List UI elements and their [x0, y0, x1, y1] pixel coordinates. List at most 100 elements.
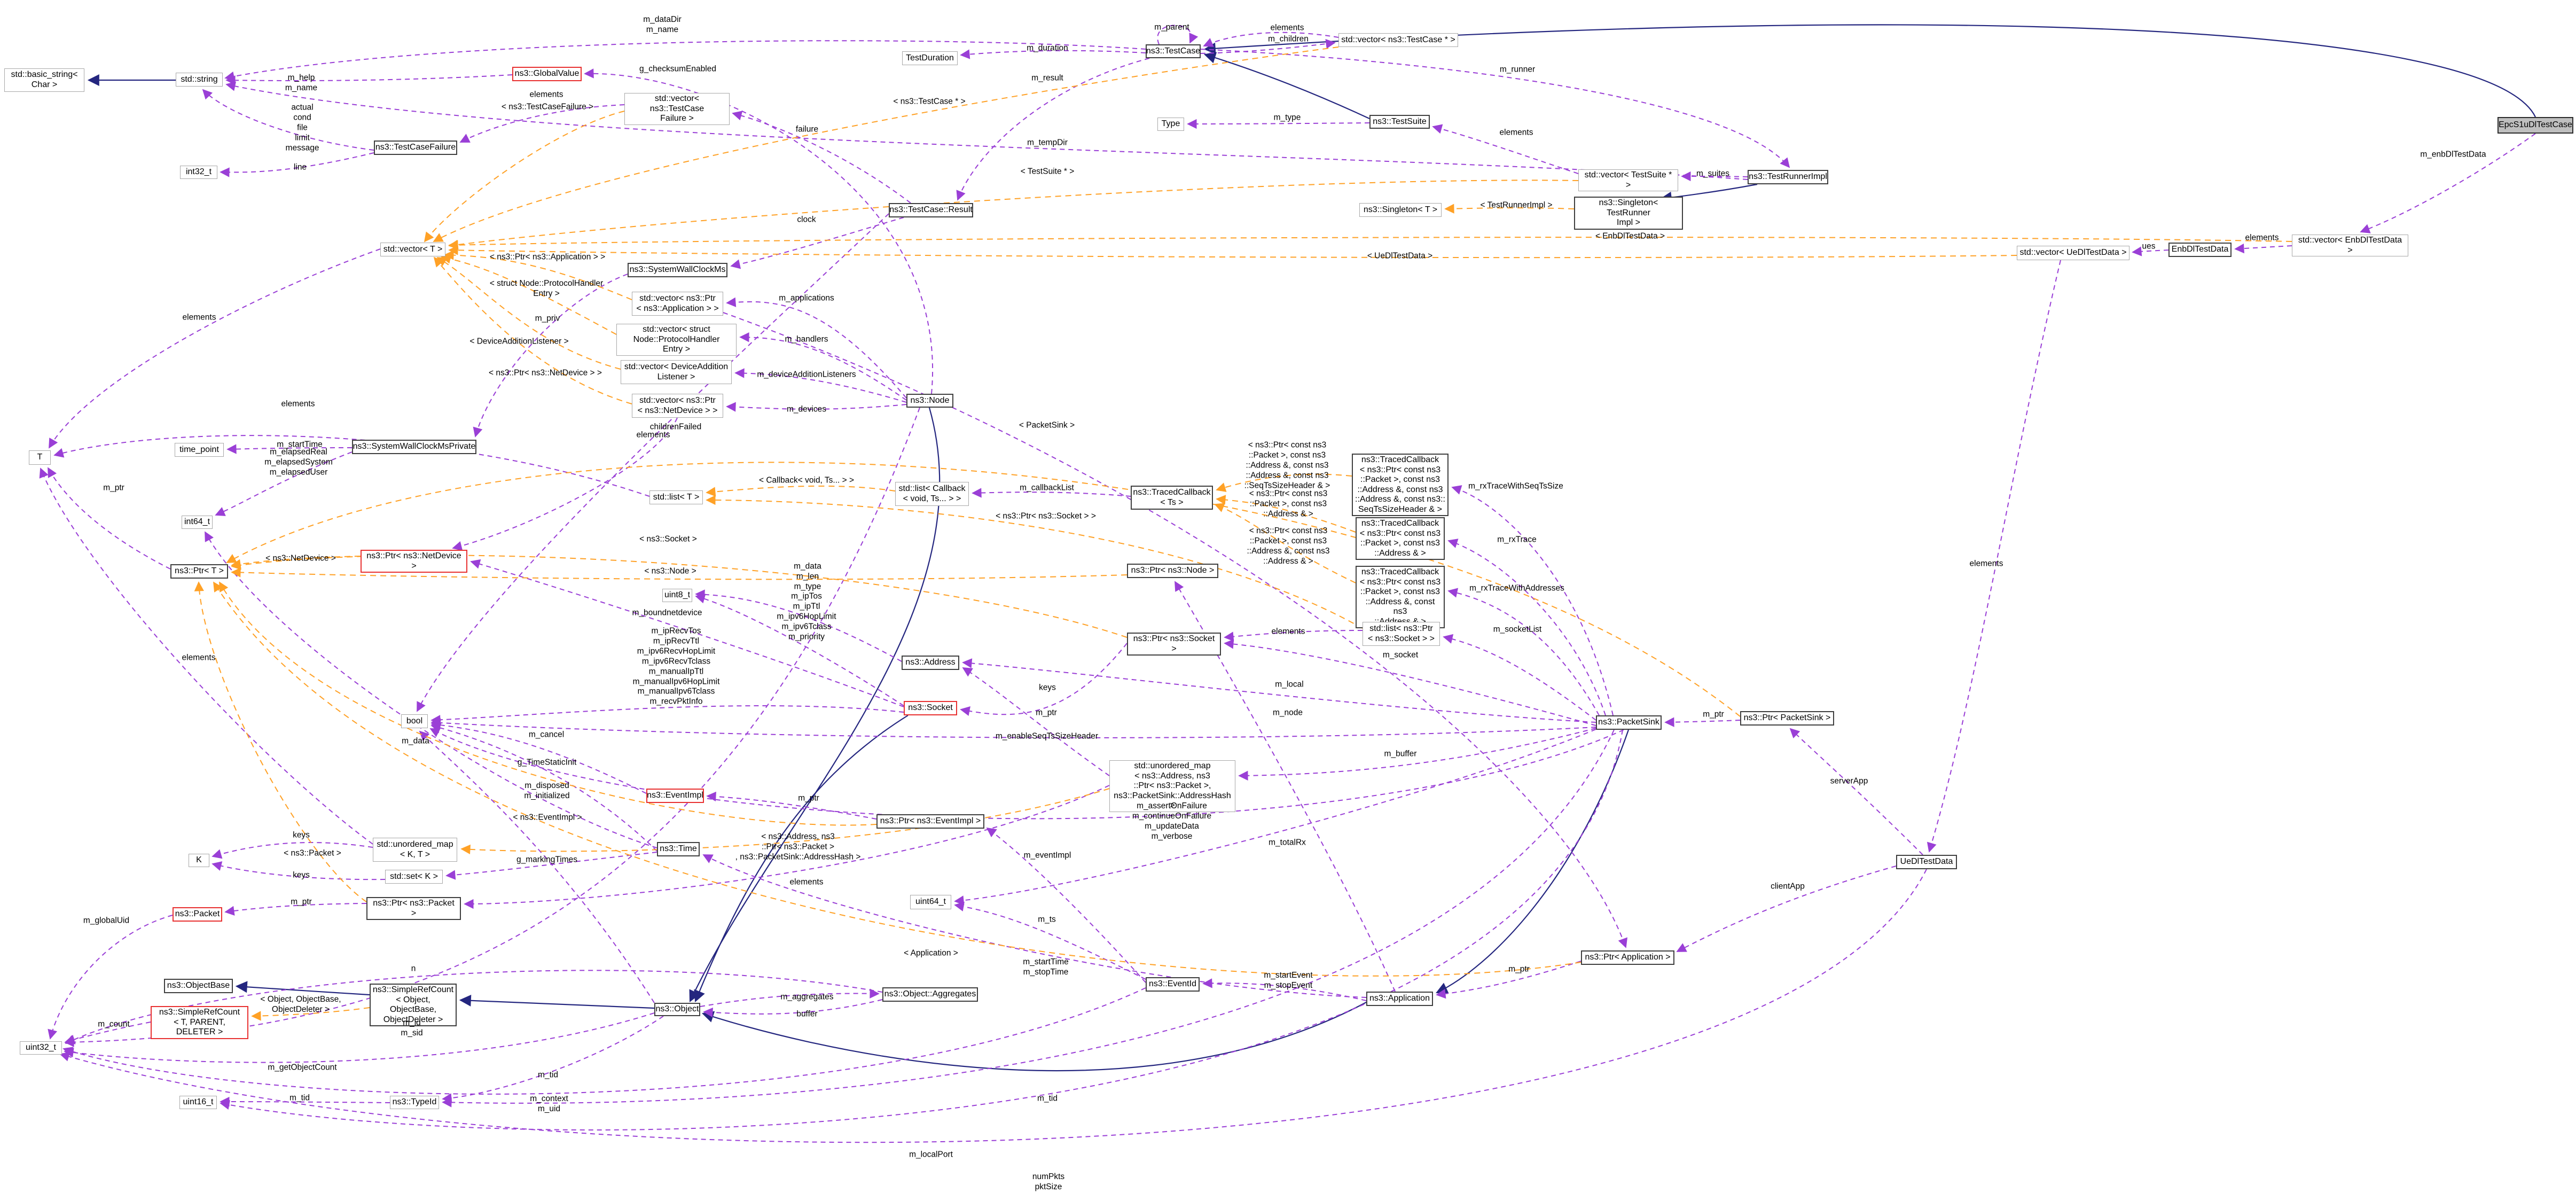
class-node-singleton_t[interactable]: ns3::Singleton< T > [1359, 203, 1442, 217]
class-node-ptr_packetsink[interactable]: ns3::Ptr< PacketSink > [1740, 711, 1834, 726]
class-node-vec_protohandler[interactable]: std::vector< struct Node::ProtocolHandle… [616, 324, 737, 356]
class-node-tracedcb_ts[interactable]: ns3::TracedCallback < Ts > [1131, 486, 1213, 510]
class-node-vec_ptrnetdev[interactable]: std::vector< ns3::Ptr < ns3::NetDevice >… [632, 394, 723, 418]
class-node-vector_t[interactable]: std::vector< T > [380, 243, 445, 256]
class-node-eventimpl[interactable]: ns3::EventImpl [646, 789, 704, 803]
class-node-swcmsprivate[interactable]: ns3::SystemWallClockMsPrivate [352, 440, 476, 454]
class-node-epcs1u[interactable]: EpcS1uDlTestCase [2497, 117, 2573, 134]
edge-testcase-to-string [224, 40, 1146, 81]
class-node-ptr_socket[interactable]: ns3::Ptr< ns3::Socket > [1127, 633, 1221, 656]
class-node-socket[interactable]: ns3::Socket [904, 701, 957, 715]
class-node-uint64[interactable]: uint64_t [910, 895, 951, 909]
class-node-vec_ue[interactable]: std::vector< UeDlTestData > [2017, 246, 2129, 260]
class-node-string[interactable]: std::string [176, 73, 223, 87]
edge-ptr_socket-to-ptr_t [231, 555, 1128, 638]
edge-result-to-vec_testcasefailure [732, 111, 911, 204]
edge-unordered_map_addr-to-address [962, 667, 1110, 776]
class-node-time_point[interactable]: time_point [175, 443, 224, 457]
edge-socket-to-ptr_netdevice [470, 559, 904, 707]
edge-vec_testcasefailure-to-testcasefailure [459, 104, 625, 143]
class-node-aggregates[interactable]: ns3::Object::Aggregates [882, 987, 978, 1002]
class-node-packet[interactable]: ns3::Packet [173, 907, 222, 922]
class-node-t_box[interactable]: T [29, 450, 51, 465]
class-node-simplerefcount_t[interactable]: ns3::SimpleRefCount < T, PARENT, DELETER… [151, 1006, 248, 1039]
class-node-vec_ptrapp[interactable]: std::vector< ns3::Ptr < ns3::Application… [632, 292, 723, 316]
class-node-vec_testcaseptr[interactable]: std::vector< ns3::TestCase * > [1338, 33, 1458, 47]
class-node-singleton_tri[interactable]: ns3::Singleton< TestRunner Impl > [1574, 197, 1683, 230]
class-node-eventid[interactable]: ns3::EventId [1146, 977, 1200, 992]
edge-packetsink-to-uint64 [954, 729, 1596, 906]
class-node-objectbase[interactable]: ns3::ObjectBase [164, 979, 233, 993]
class-node-application[interactable]: ns3::Application [1366, 992, 1433, 1006]
class-node-packetsink[interactable]: ns3::PacketSink [1596, 715, 1662, 730]
class-node-ptr_eventimpl[interactable]: ns3::Ptr< ns3::EventImpl > [876, 814, 984, 829]
edge-testcase-to-testcase [1157, 25, 1199, 45]
edge-epcs1u-to-testcase [1203, 24, 2536, 118]
class-node-bool_box[interactable]: bool [401, 714, 428, 728]
class-node-address[interactable]: ns3::Address [902, 656, 959, 670]
edge-packetsink-to-typeid [442, 729, 1615, 1108]
class-node-testduration[interactable]: TestDuration [902, 51, 958, 65]
class-node-list_callback[interactable]: std::list< Callback < void, Ts... > > [895, 482, 969, 506]
class-node-testcase[interactable]: ns3::TestCase [1146, 44, 1201, 58]
class-node-tracedcb_addr[interactable]: ns3::TracedCallback < ns3::Ptr< const ns… [1356, 566, 1445, 629]
class-node-set_k[interactable]: std::set< K > [385, 870, 443, 884]
class-node-type_box[interactable]: Type [1157, 118, 1184, 131]
edge-testcasefailure-to-string [202, 89, 374, 151]
edge-time-to-set_k [445, 852, 657, 880]
edge-node-to-vec_ptrnetdev [726, 402, 907, 412]
class-node-typeid[interactable]: ns3::TypeId [390, 1096, 439, 1109]
class-node-ptr_t[interactable]: ns3::Ptr< T > [170, 564, 228, 579]
class-node-simplerefcount_obj[interactable]: ns3::SimpleRefCount < Object, ObjectBase… [370, 984, 457, 1027]
class-node-vec_testsuiteptr[interactable]: std::vector< TestSuite * > [1578, 169, 1678, 192]
class-node-enbdata[interactable]: EnbDlTestData [2168, 243, 2232, 257]
class-node-globalvalue[interactable]: ns3::GlobalValue [512, 67, 582, 81]
class-node-uint8[interactable]: uint8_t [662, 589, 692, 602]
edge-simplerefcount_t-to-uint32 [65, 1022, 151, 1044]
edge-ptr_application-to-ptr_t [213, 581, 1581, 977]
class-node-basic_string[interactable]: std::basic_string< Char > [4, 68, 84, 92]
edge-packetsink-to-tracedcb_addr [1447, 588, 1600, 716]
edge-vec_ue-to-vector_t [448, 245, 2017, 259]
edge-list_ptrsocket-to-list_t [706, 495, 1363, 629]
class-node-unordered_map_kt[interactable]: std::unordered_map < K, T > [373, 838, 457, 862]
class-node-ptr_packet[interactable]: ns3::Ptr< ns3::Packet > [366, 897, 461, 921]
class-node-k_box[interactable]: K [189, 854, 209, 867]
class-node-vec_testcasefailure[interactable]: std::vector< ns3::TestCase Failure > [624, 93, 730, 125]
edge-packetsink-to-uint16 [220, 729, 1623, 1130]
class-node-unordered_map_addr[interactable]: std::unordered_map < ns3::Address, ns3 :… [1109, 760, 1235, 812]
class-node-time[interactable]: ns3::Time [657, 842, 700, 856]
class-node-int64[interactable]: int64_t [182, 516, 213, 529]
edge-result-to-syswallclockms [730, 217, 904, 269]
class-node-uint16[interactable]: uint16_t [179, 1096, 217, 1109]
class-node-tracedcb_seqts[interactable]: ns3::TracedCallback < ns3::Ptr< const ns… [1352, 454, 1448, 517]
edge-node-to-vec_protohandler [739, 332, 907, 401]
class-node-syswallclockms[interactable]: ns3::SystemWallClockMs [628, 263, 727, 277]
class-node-uedata[interactable]: UeDlTestData [1896, 855, 1957, 869]
edge-testcase-to-testrunnerimpl [1200, 49, 1790, 168]
class-node-ptr_node[interactable]: ns3::Ptr< ns3::Node > [1127, 564, 1218, 578]
class-node-node[interactable]: ns3::Node [906, 394, 953, 408]
edge-epcs1u-to-vec_enb [2360, 133, 2536, 233]
class-node-vec_devadd[interactable]: std::vector< DeviceAddition Listener > [621, 360, 732, 384]
class-node-testsuite[interactable]: ns3::TestSuite [1369, 115, 1430, 129]
class-node-testcasefailure[interactable]: ns3::TestCaseFailure [374, 141, 457, 155]
edge-ptr_packetsink-to-ptr_t [226, 462, 1741, 717]
class-node-ptr_application[interactable]: ns3::Ptr< Application > [1581, 950, 1674, 965]
edge-testsuite-to-testcase [1203, 52, 1370, 119]
edge-vec_testsuiteptr-to-vector_t [448, 180, 1579, 250]
edge-application-to-eventid [1202, 978, 1367, 1001]
edge-unordered_map_addr-to-ptr_packet [464, 785, 1110, 909]
class-node-result[interactable]: ns3::TestCase::Result [889, 203, 973, 217]
class-node-int32[interactable]: int32_t [180, 166, 217, 179]
class-node-ptr_netdevice[interactable]: ns3::Ptr< ns3::NetDevice > [361, 550, 467, 573]
edge-socket-to-object [694, 715, 909, 1003]
class-node-tracedcb_rx[interactable]: ns3::TracedCallback < ns3::Ptr< const ns… [1356, 517, 1445, 560]
class-node-list_ptrsocket[interactable]: std::list< ns3::Ptr < ns3::Socket > > [1363, 622, 1440, 646]
class-node-uint32[interactable]: uint32_t [20, 1041, 62, 1055]
class-node-object[interactable]: ns3::Object [654, 1003, 700, 1016]
class-node-list_t[interactable]: std::list< T > [649, 490, 703, 504]
class-node-vec_enb[interactable]: std::vector< EnbDlTestData > [2292, 235, 2408, 257]
edge-aggregates-to-uint32 [65, 970, 883, 1044]
class-node-testrunnerimpl[interactable]: ns3::TestRunnerImpl [1748, 170, 1828, 184]
